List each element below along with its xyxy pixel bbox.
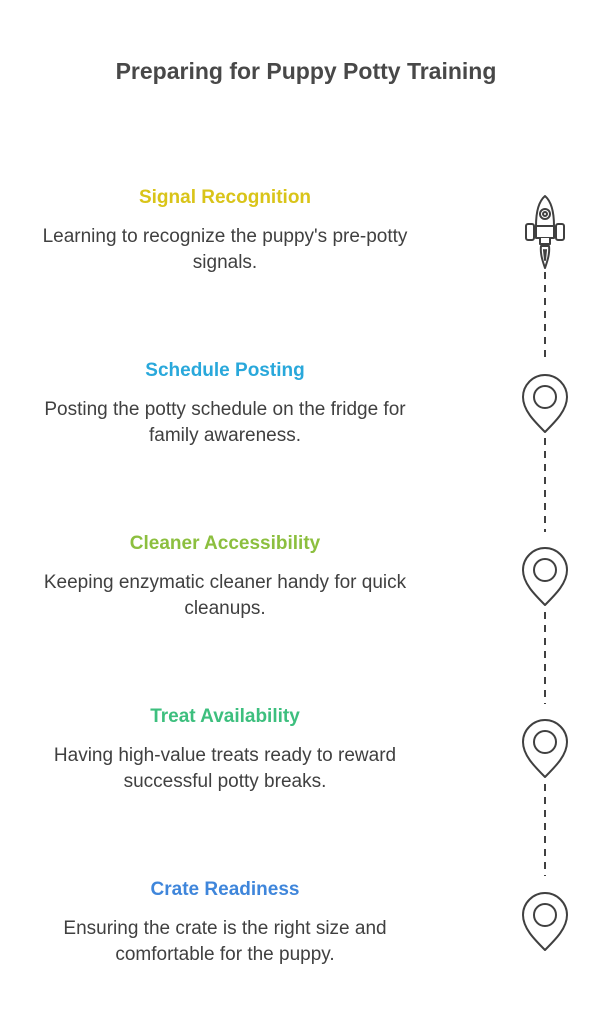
map-pin-icon	[522, 719, 568, 778]
map-pin-icon	[522, 547, 568, 606]
map-pin-icon	[522, 374, 568, 433]
page-title: Preparing for Puppy Potty Training	[115, 58, 497, 84]
step-description: Having high-value treats ready to reward…	[53, 745, 397, 792]
timeline	[522, 195, 568, 951]
step-crate-readiness: Crate Readiness Ensuring the crate is th…	[20, 878, 430, 968]
step-cleaner-accessibility: Cleaner Accessibility Keeping enzymatic …	[20, 532, 430, 622]
step-heading: Cleaner Accessibility	[129, 533, 321, 554]
rocket-icon	[525, 195, 565, 269]
step-heading: Signal Recognition	[138, 187, 312, 208]
step-description: Ensuring the crate is the right size and…	[63, 918, 387, 965]
map-pin-icon	[522, 892, 568, 951]
step-heading: Crate Readiness	[150, 879, 300, 900]
step-heading: Schedule Posting	[145, 360, 305, 381]
step-description: Posting the potty schedule on the fridge…	[44, 399, 406, 446]
step-description: Keeping enzymatic cleaner handy for quic…	[43, 572, 407, 619]
step-heading: Treat Availability	[150, 706, 300, 727]
step-description: Learning to recognize the puppy's pre-po…	[42, 226, 408, 273]
step-treat-availability: Treat Availability Having high-value tre…	[20, 705, 430, 795]
step-schedule-posting: Schedule Posting Posting the potty sched…	[20, 359, 430, 449]
step-signal-recognition: Signal Recognition Learning to recognize…	[20, 186, 430, 276]
